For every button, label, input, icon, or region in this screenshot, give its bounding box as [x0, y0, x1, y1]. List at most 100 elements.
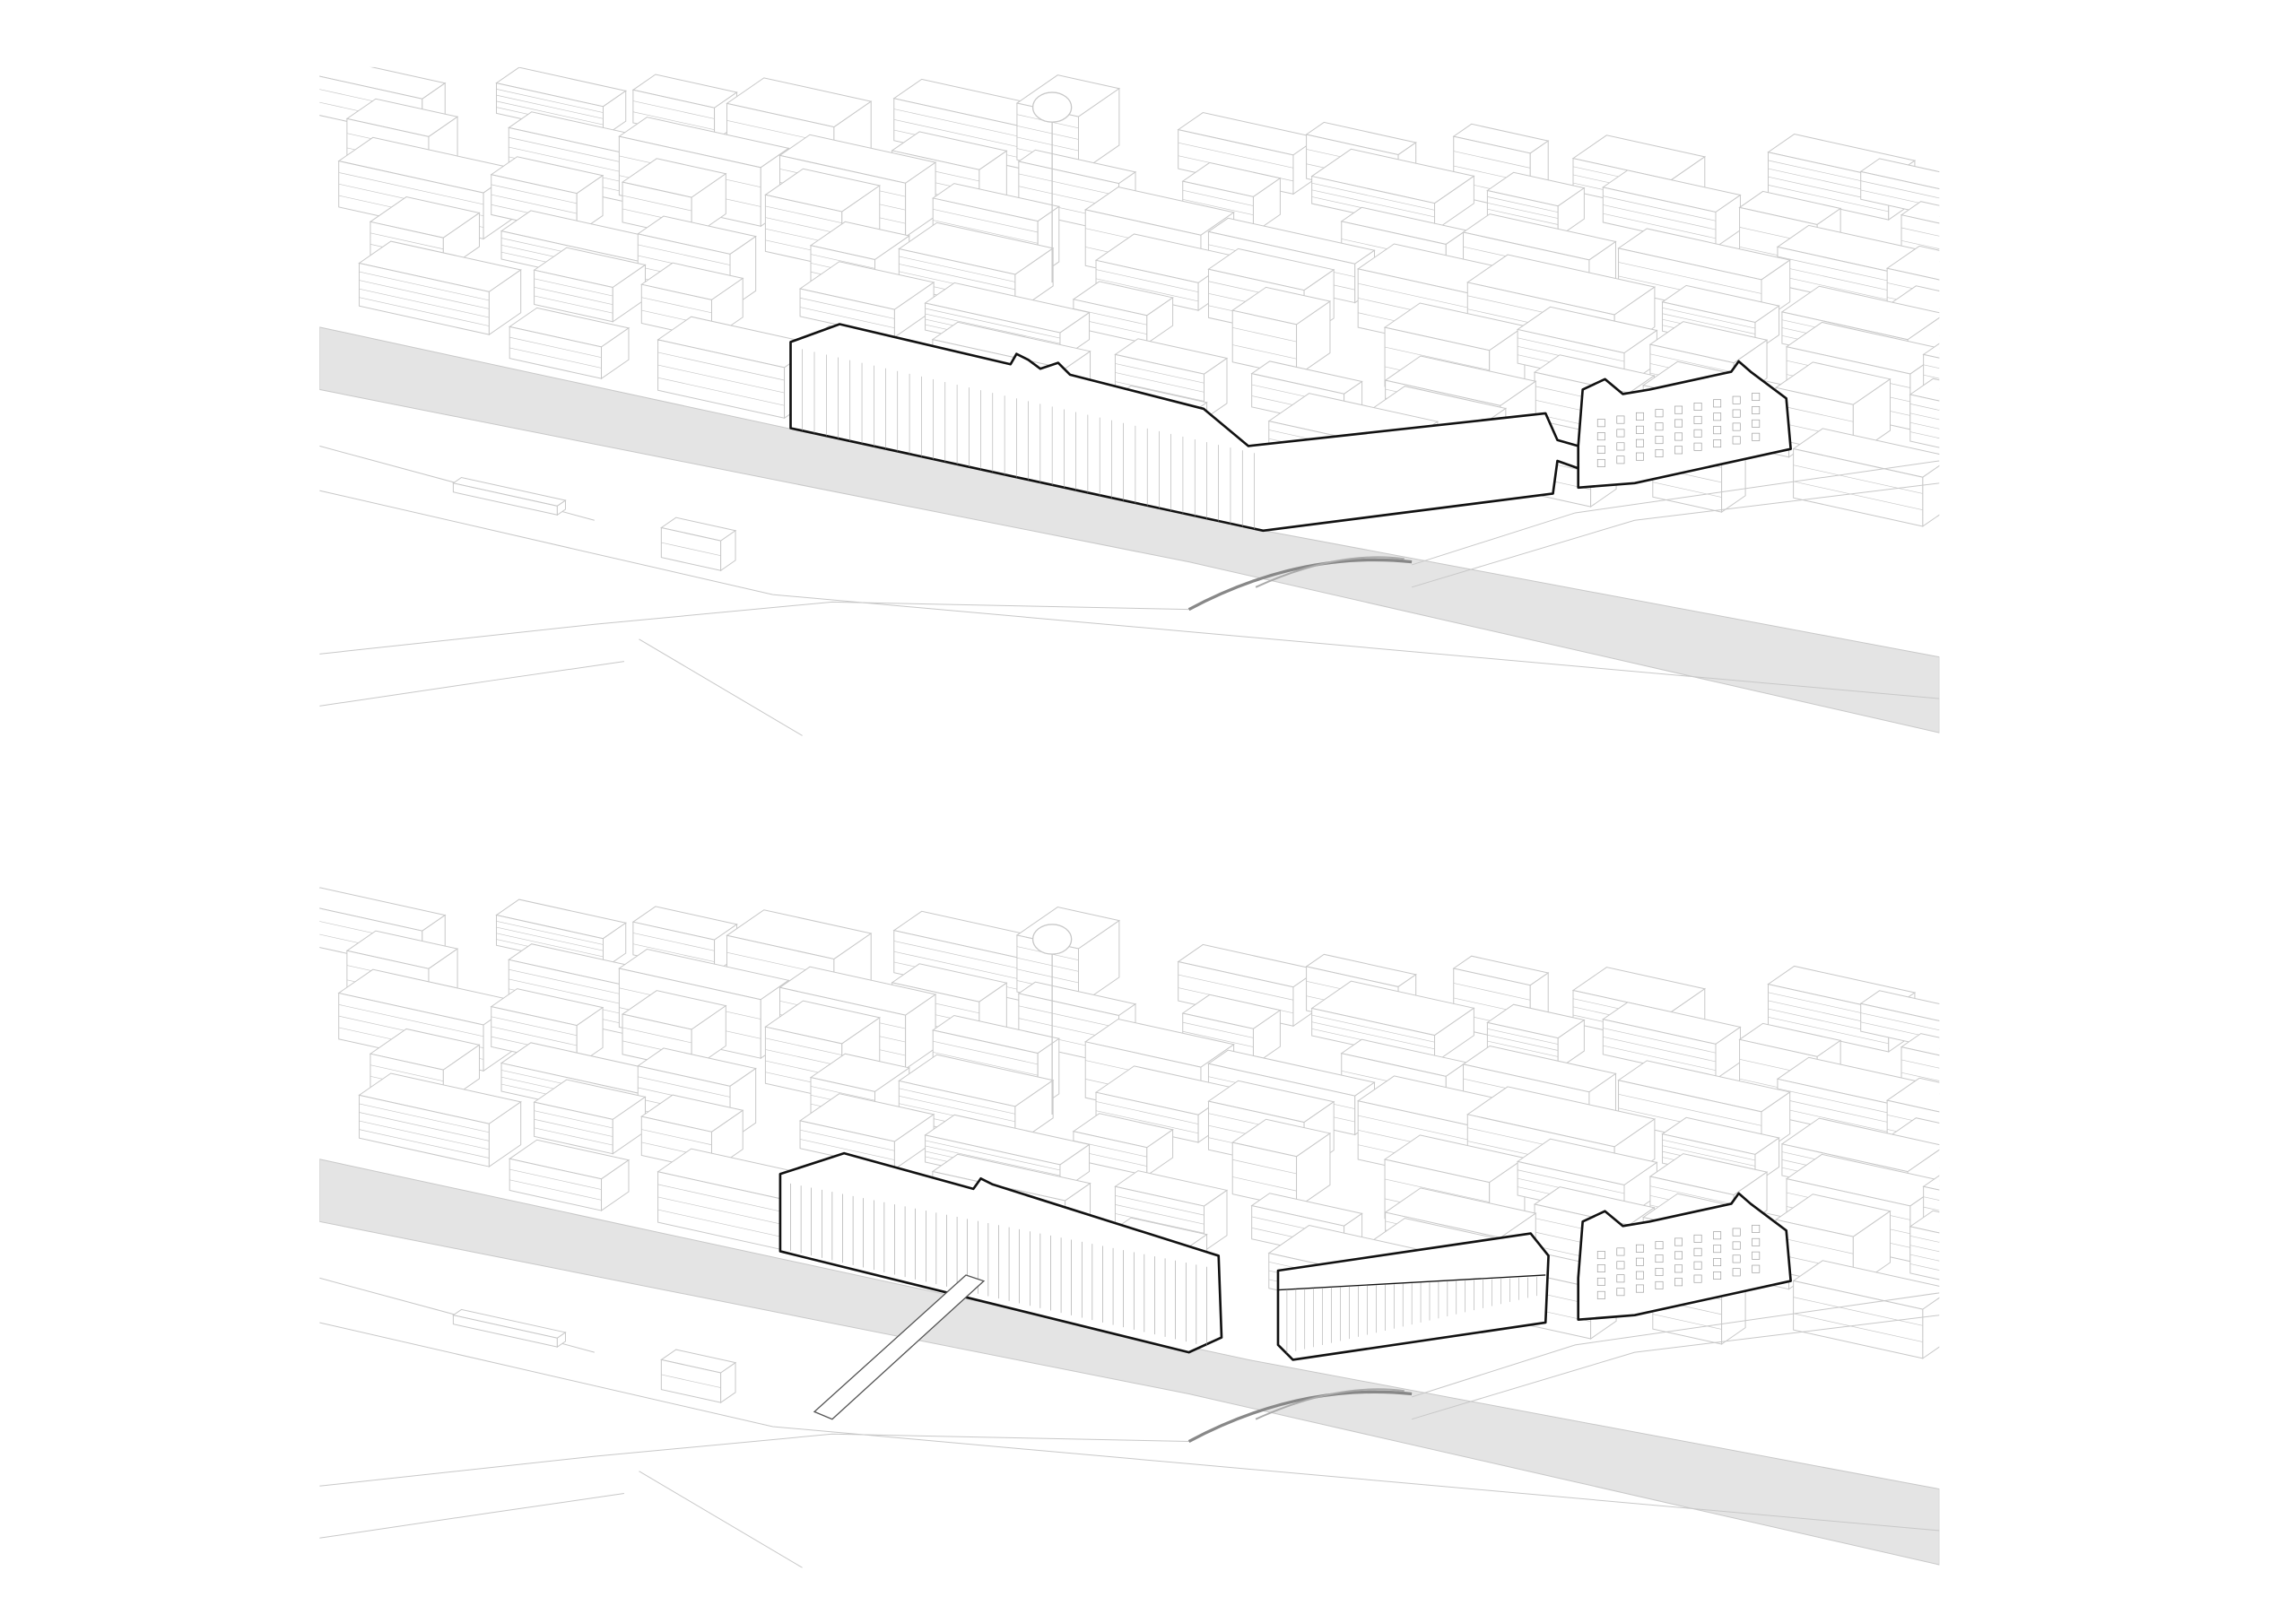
floor-line	[1603, 204, 1717, 230]
floor-line	[1959, 462, 2099, 492]
window	[1596, 432, 1605, 441]
floor-line	[359, 288, 490, 318]
floor-line	[1900, 227, 1940, 237]
floor-line	[632, 100, 715, 119]
floor-line	[496, 100, 604, 126]
floor-line	[765, 205, 842, 224]
floor-line	[1768, 1016, 1889, 1045]
floor-line	[1232, 344, 1297, 360]
context-building-side	[1557, 1019, 1585, 1071]
floor-line	[1776, 404, 1854, 422]
floor-line	[1909, 412, 1940, 421]
floor-line	[1793, 464, 1923, 494]
floor-line	[622, 1027, 692, 1044]
context-building-side	[1077, 87, 1120, 175]
floor-line	[657, 1196, 785, 1226]
floor-line	[496, 94, 604, 119]
floor-line	[1358, 282, 1487, 312]
window	[1674, 1264, 1683, 1273]
floor-line	[534, 1118, 613, 1137]
floor-line	[338, 1003, 484, 1037]
floor-line	[1453, 151, 1531, 169]
floor-line	[509, 978, 637, 1008]
floor-line	[1115, 1195, 1205, 1216]
river	[319, 1159, 1940, 1566]
proposed-building-west	[778, 1151, 1223, 1354]
floor-line	[1959, 479, 2099, 509]
bridge	[1187, 1390, 1413, 1444]
context-building-side	[1971, 304, 1998, 373]
road-line	[639, 638, 804, 736]
window	[1713, 412, 1722, 421]
road-line	[319, 490, 1940, 699]
context-building-side	[1989, 1228, 2013, 1291]
existing-warehouse	[789, 323, 1580, 533]
floor-line	[1487, 202, 1559, 219]
floor-line	[1518, 337, 1625, 362]
heritage-building	[1577, 1192, 1792, 1322]
window	[1655, 436, 1664, 445]
floor-line	[359, 1112, 490, 1141]
floor-line	[1777, 1107, 1889, 1133]
context-building-side	[1989, 269, 2022, 334]
floor-line	[509, 136, 637, 166]
window	[1713, 1231, 1722, 1240]
floor-line	[1909, 421, 1940, 430]
floor-line	[661, 542, 721, 556]
floor-line	[638, 244, 731, 265]
floor-line	[1860, 1012, 1940, 1031]
roof-edge	[1277, 1274, 1546, 1291]
floor-line	[1178, 142, 1294, 169]
floor-line	[1923, 1196, 1940, 1201]
floor-line	[1603, 1036, 1717, 1063]
floor-line	[1384, 346, 1490, 371]
window	[1674, 1278, 1683, 1287]
context-building-side	[602, 922, 627, 970]
window	[1616, 1288, 1625, 1297]
floor-line	[1115, 381, 1205, 402]
floor-line	[638, 1076, 731, 1098]
floor-line	[496, 89, 604, 113]
floor-line	[1603, 1045, 1717, 1072]
floor-line	[1487, 1040, 1559, 1057]
window	[1732, 436, 1741, 445]
floor-line	[1518, 1169, 1625, 1194]
window	[1752, 432, 1761, 441]
context-building-side	[2031, 1062, 2050, 1114]
floor-line	[534, 1110, 613, 1129]
context-building-roof	[1909, 378, 1940, 402]
window	[1616, 1274, 1625, 1283]
floor-line	[1311, 1021, 1435, 1050]
window	[1713, 426, 1722, 435]
floor-line	[1016, 125, 1079, 140]
floor-line	[1182, 189, 1254, 206]
bridge-arch	[1255, 556, 1405, 588]
footbridge	[813, 1274, 986, 1420]
floor-line	[1232, 1159, 1297, 1175]
context-building-side	[1996, 352, 2022, 421]
floor-line	[925, 1145, 1061, 1176]
floor-line	[1016, 136, 1079, 152]
floor-line	[509, 1179, 602, 1201]
panel-existing	[319, 66, 2099, 736]
floor-line	[359, 1129, 490, 1159]
floor-line	[1900, 239, 1940, 249]
context-building-roof	[1909, 1210, 1940, 1234]
floor-line	[491, 184, 578, 204]
floor-line	[1618, 1093, 1762, 1126]
floor-line	[1095, 1101, 1199, 1124]
window	[1616, 456, 1625, 464]
window	[1752, 393, 1761, 402]
floor-line	[1909, 431, 1940, 439]
floor-line	[765, 217, 842, 235]
floor-line	[1182, 1030, 1254, 1047]
floor-line	[370, 1064, 444, 1081]
context-building-side	[1434, 1007, 1474, 1064]
context-building-facade	[1909, 1226, 1940, 1280]
floor-line	[1018, 1005, 1119, 1028]
window	[1635, 438, 1644, 447]
floor-line	[1909, 1235, 1940, 1243]
context-building-side	[1989, 1100, 2022, 1166]
floor-line	[933, 1052, 1039, 1076]
